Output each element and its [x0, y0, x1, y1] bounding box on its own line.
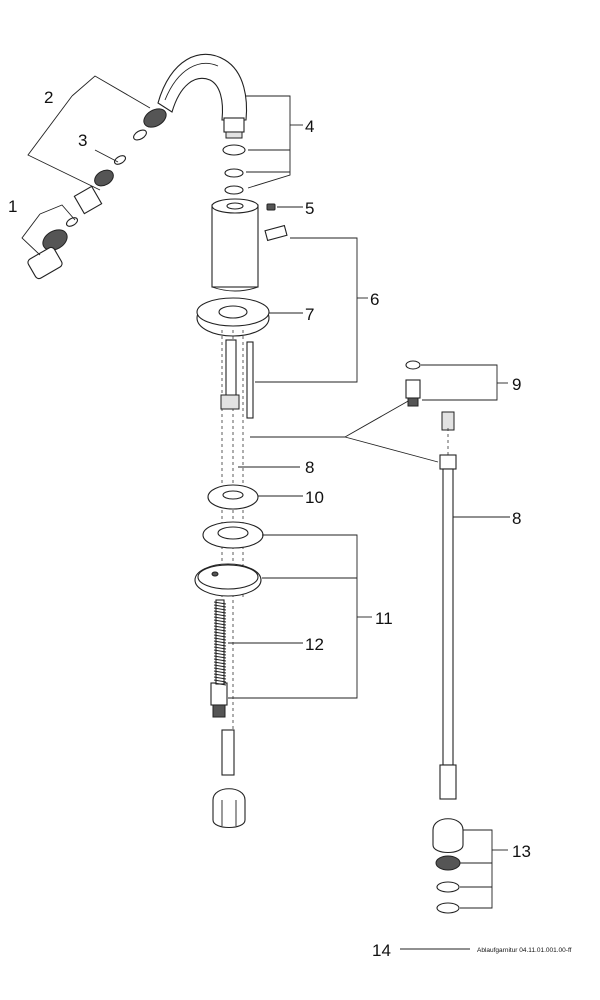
grub-screw — [266, 203, 303, 211]
hose-nut-set — [432, 818, 508, 914]
callout-2: 2 — [44, 88, 53, 107]
spout-seals — [222, 95, 303, 195]
fixing-rods — [220, 339, 439, 468]
callout-4: 4 — [305, 117, 314, 136]
lever-pin — [255, 224, 368, 383]
callout-1: 1 — [8, 197, 17, 216]
callout-11: 11 — [375, 609, 393, 628]
aerator-assembly — [21, 75, 167, 280]
callout-14: 14 — [372, 941, 391, 960]
callout-10: 10 — [305, 488, 324, 507]
callout-8-upper: 8 — [305, 458, 314, 477]
callout-9: 9 — [512, 375, 521, 394]
flexible-hose — [439, 411, 510, 800]
mixer-body — [211, 198, 259, 292]
threaded-rod — [213, 599, 303, 686]
base-plate — [196, 297, 303, 337]
fixing-set — [194, 521, 372, 718]
callout-12: 12 — [305, 635, 324, 654]
callout-8-lower: 8 — [512, 509, 521, 528]
spout — [157, 53, 248, 139]
washer-10 — [207, 484, 303, 510]
hose-nipple — [405, 360, 508, 407]
left-hose-end — [212, 729, 246, 829]
callout-6: 6 — [370, 290, 379, 309]
callout-13: 13 — [512, 842, 531, 861]
callout-3: 3 — [78, 131, 87, 150]
callout-5: 5 — [305, 199, 314, 218]
footer-note: Ablaufgarnitur 04.11.01.001.00-ff — [477, 947, 572, 954]
callout-7: 7 — [305, 305, 314, 324]
